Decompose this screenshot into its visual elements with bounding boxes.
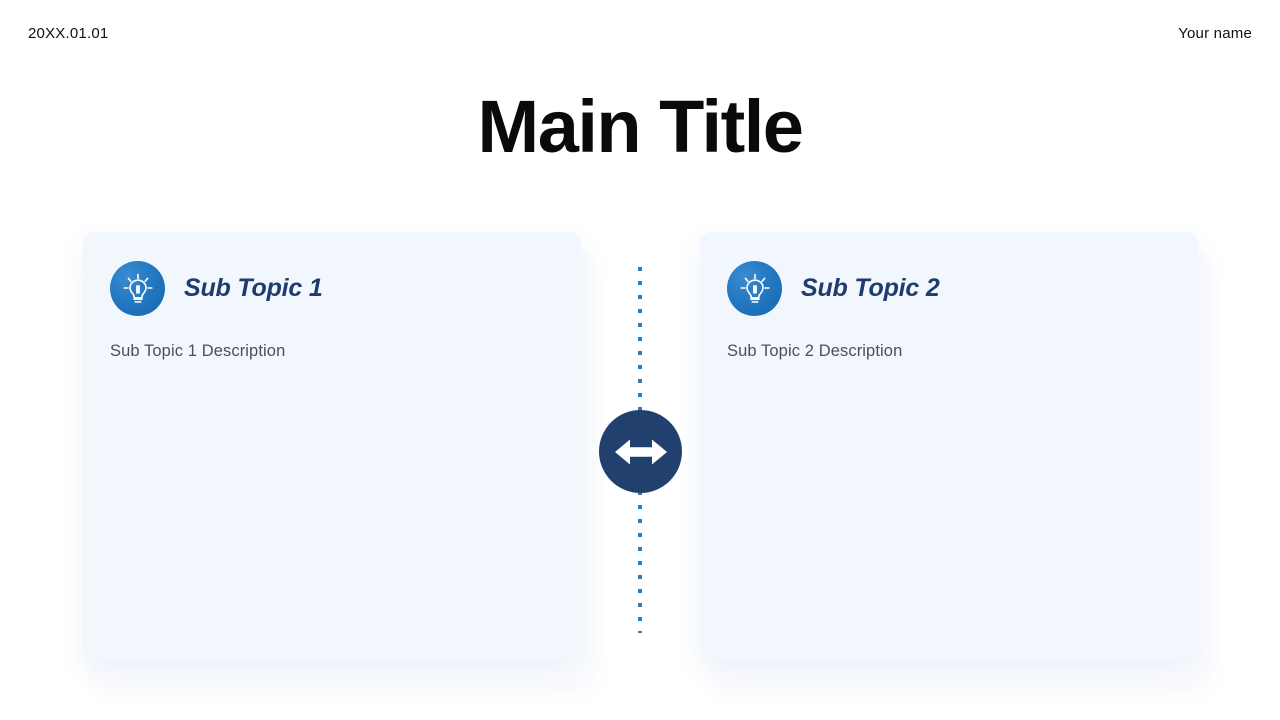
card-title-2: Sub Topic 2 bbox=[801, 274, 940, 302]
card-description-1: Sub Topic 1 Description bbox=[110, 342, 286, 360]
card-header-1: Sub Topic 1 bbox=[110, 261, 323, 316]
double-arrow-horizontal-icon[interactable] bbox=[599, 410, 682, 493]
card-title-1: Sub Topic 1 bbox=[184, 274, 323, 302]
sub-topic-card-2[interactable]: Sub Topic 2 Sub Topic 2 Description bbox=[700, 232, 1198, 661]
card-description-2: Sub Topic 2 Description bbox=[727, 342, 903, 360]
lightbulb-icon bbox=[110, 261, 165, 316]
card-header-2: Sub Topic 2 bbox=[727, 261, 940, 316]
lightbulb-icon bbox=[727, 261, 782, 316]
sub-topic-card-1[interactable]: Sub Topic 1 Sub Topic 1 Description bbox=[83, 232, 581, 661]
header-author-name: Your name bbox=[1178, 25, 1252, 42]
header-date: 20XX.01.01 bbox=[28, 25, 109, 42]
page-title: Main Title bbox=[477, 85, 804, 168]
page-header: 20XX.01.01 Your name bbox=[0, 0, 1280, 70]
